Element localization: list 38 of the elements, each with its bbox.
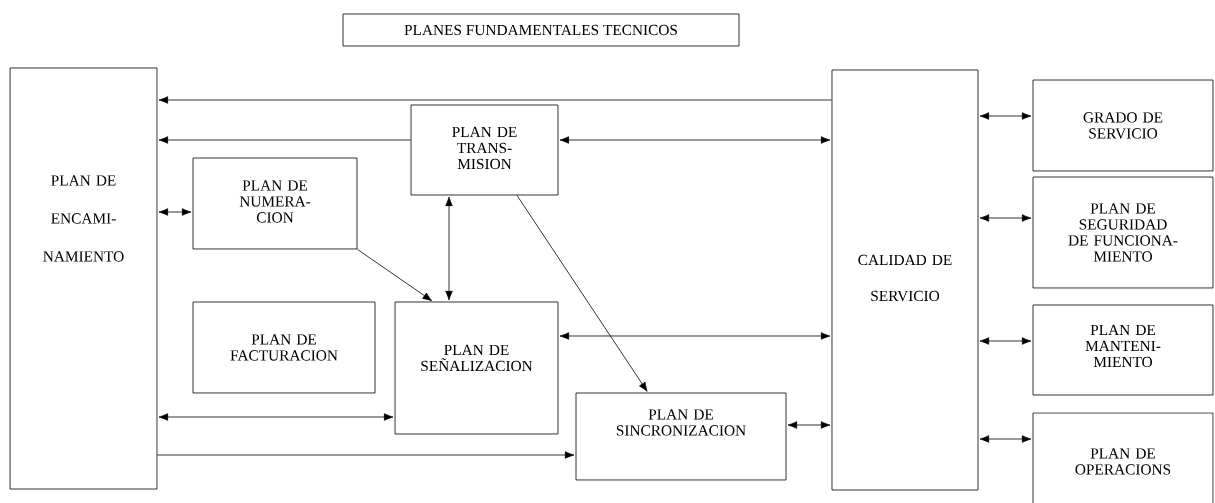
plan-box	[1032, 176, 1214, 289]
arrow	[157, 451, 575, 459]
plan-box	[1032, 412, 1214, 503]
arrow	[979, 214, 1032, 222]
box-label: GRADO DE SERVICIO	[1083, 112, 1163, 139]
box-label: CALIDAD DE SERVICIO	[858, 254, 952, 302]
arrow	[979, 435, 1032, 443]
arrow	[516, 195, 648, 392]
box-label: PLAN DE FACTURACION	[230, 334, 338, 361]
arrow	[979, 112, 1032, 120]
plan-box	[192, 157, 358, 250]
box-label: PLAN DE NUMERA- CION	[239, 180, 311, 223]
plan-box	[192, 301, 376, 394]
box-label: PLAN DE SINCRONIZACION	[616, 409, 746, 436]
arrow	[445, 196, 453, 301]
plan-box	[1032, 79, 1214, 172]
arrow	[979, 337, 1032, 345]
arrow	[787, 421, 831, 429]
plan-box	[1032, 304, 1214, 396]
plan-box	[831, 69, 979, 491]
box-label: PLAN DE SEGURIDAD DE FUNCIONA- MIENTO	[1068, 203, 1178, 262]
box-label: PLAN DE MANTENI- MIENTO	[1085, 324, 1161, 368]
arrow	[158, 136, 412, 144]
arrow	[559, 136, 831, 144]
arrow	[559, 332, 831, 340]
plan-box	[575, 392, 787, 481]
box-label: PLAN DE ENCAMI- NAMIENTO	[43, 175, 124, 262]
box-label: PLAN DE SEÑALIZACION	[421, 344, 533, 372]
arrow	[158, 413, 394, 421]
plan-box	[410, 104, 559, 196]
plan-box	[394, 301, 559, 435]
arrow	[357, 248, 433, 302]
box-label: PLAN DE TRANS- MISION	[452, 126, 517, 170]
title-box: PLANES FUNDAMENTALES TECNICOS	[342, 13, 740, 47]
arrow	[158, 96, 832, 104]
box-label: PLAN DE OPERACIONS	[1075, 448, 1171, 475]
arrow	[158, 208, 192, 216]
plan-box	[9, 67, 158, 490]
